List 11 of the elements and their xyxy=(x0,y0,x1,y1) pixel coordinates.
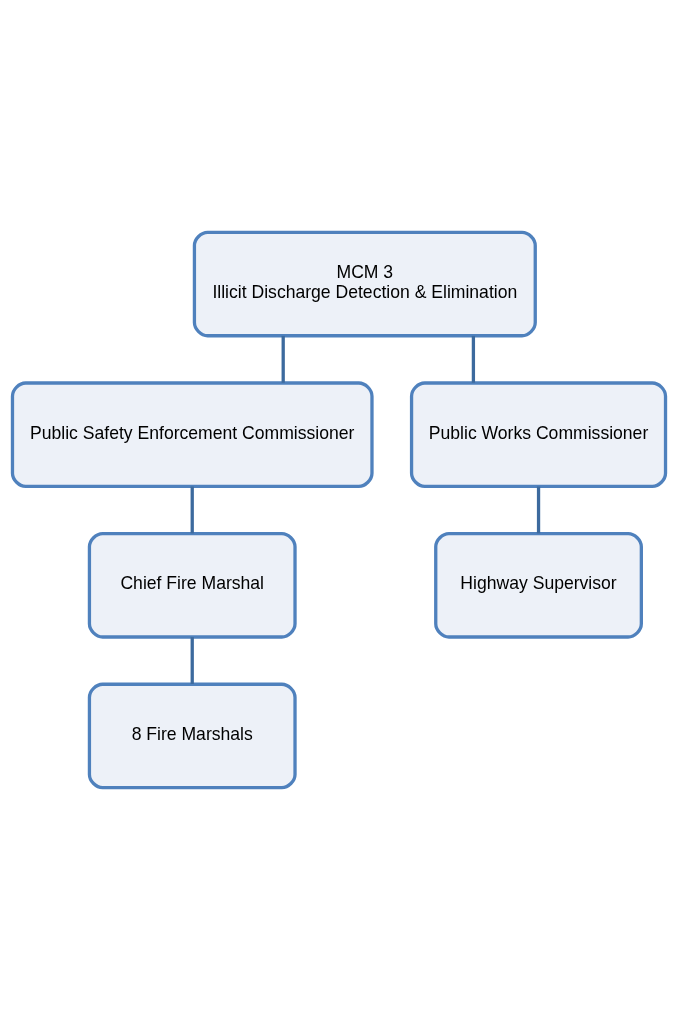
node-box: Chief Fire Marshal xyxy=(87,531,297,639)
connector xyxy=(471,335,476,383)
node-box: 8 Fire Marshals xyxy=(87,682,297,789)
node-box: Public Safety Enforcement Commissioner xyxy=(10,380,374,488)
connector xyxy=(281,335,285,383)
node-box: Public Works Commissioner xyxy=(409,380,668,488)
node-box: Highway Supervisor xyxy=(434,531,643,639)
connector xyxy=(190,486,194,533)
connector xyxy=(536,486,541,533)
node-box: MCM 3 Illicit Discharge Detection & Elimination xyxy=(192,230,537,337)
connector xyxy=(190,636,194,684)
